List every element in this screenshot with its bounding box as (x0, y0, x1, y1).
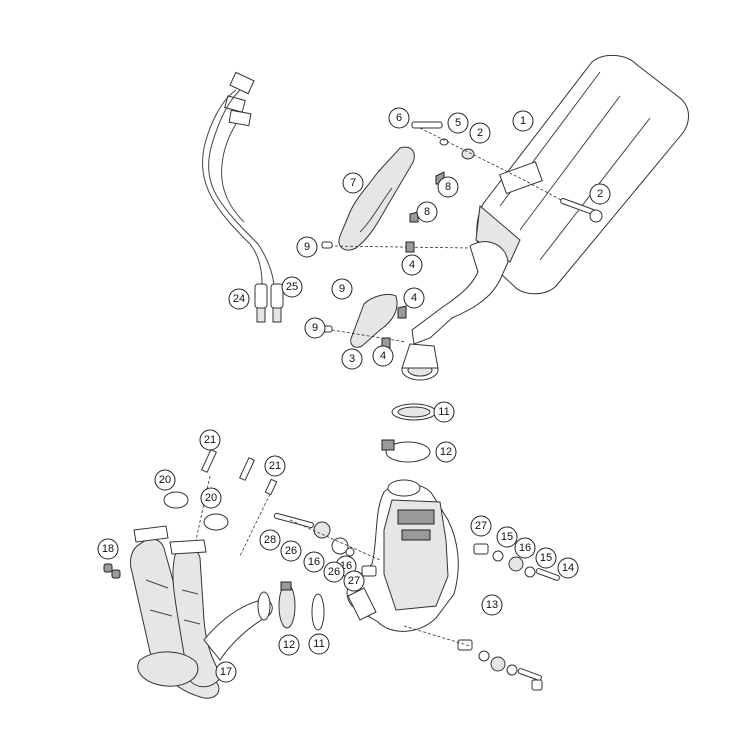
heat-shield-lower (321, 289, 407, 349)
svg-text:4: 4 (380, 350, 386, 362)
callout-4-a: 4 (401, 254, 423, 276)
svg-text:20: 20 (205, 492, 217, 504)
callout-14: 14 (557, 557, 579, 579)
oxygen-sensor-harness (202, 71, 284, 323)
gasket-clamp-upper (381, 403, 437, 463)
callout-24: 24 (228, 288, 250, 310)
svg-text:13: 13 (486, 599, 498, 611)
callout-2-upper: 2 (469, 122, 491, 144)
svg-text:15: 15 (501, 531, 513, 543)
callout-21-b: 21 (264, 455, 286, 477)
svg-text:26: 26 (285, 545, 297, 557)
callout-20-a: 20 (154, 469, 176, 491)
svg-text:20: 20 (159, 474, 171, 486)
pre-silencer (346, 479, 459, 632)
callout-16-a: 16 (514, 537, 536, 559)
svg-text:4: 4 (409, 259, 415, 271)
callout-9-c: 9 (304, 317, 326, 339)
callout-8-b: 8 (416, 201, 438, 223)
svg-text:26: 26 (328, 566, 340, 578)
svg-text:9: 9 (339, 283, 345, 295)
svg-text:11: 11 (313, 638, 324, 650)
callout-15-b: 15 (535, 547, 557, 569)
callout-2-right: 2 (589, 183, 611, 205)
callout-15-a: 15 (496, 526, 518, 548)
callout-26-a: 26 (280, 540, 302, 562)
svg-text:28: 28 (264, 534, 276, 546)
callout-11-upper: 11 (433, 401, 455, 423)
callout-27-a: 27 (470, 515, 492, 537)
svg-text:1: 1 (520, 115, 526, 127)
svg-text:2: 2 (477, 127, 483, 139)
callout-18: 18 (97, 538, 119, 560)
svg-text:16: 16 (308, 556, 320, 568)
svg-text:12: 12 (283, 639, 295, 651)
callout-12-lower: 12 (278, 634, 300, 656)
svg-text:27: 27 (475, 520, 487, 532)
svg-text:21: 21 (269, 460, 281, 472)
studs-gaskets (103, 449, 278, 579)
callout-9-b: 9 (331, 278, 353, 300)
svg-text:21: 21 (204, 434, 216, 446)
svg-text:16: 16 (519, 542, 531, 554)
callout-1: 1 (512, 110, 534, 132)
exhaust-headers (129, 525, 273, 699)
callout-9-a: 9 (296, 236, 318, 258)
heat-shield-upper (321, 146, 471, 253)
svg-text:9: 9 (312, 322, 318, 334)
callout-25: 25 (281, 276, 303, 298)
callout-3: 3 (341, 348, 363, 370)
mount-hardware-right (403, 543, 560, 691)
link-pipe (401, 241, 509, 381)
callout-4-c: 4 (372, 345, 394, 367)
svg-text:9: 9 (304, 241, 310, 253)
muffler-bracket-hardware (411, 121, 603, 223)
svg-text:4: 4 (411, 292, 417, 304)
mount-hardware-left (273, 512, 381, 577)
svg-text:12: 12 (440, 446, 452, 458)
callout-26-b: 26 (323, 561, 345, 583)
svg-text:14: 14 (562, 562, 574, 574)
svg-text:27: 27 (348, 575, 360, 587)
svg-text:24: 24 (233, 293, 245, 305)
svg-text:17: 17 (220, 666, 232, 678)
callout-21-a: 21 (199, 429, 221, 451)
svg-text:2: 2 (597, 188, 603, 200)
callout-8-a: 8 (437, 176, 459, 198)
callout-28: 28 (259, 529, 281, 551)
svg-text:6: 6 (396, 112, 402, 124)
svg-text:11: 11 (438, 406, 449, 418)
callout-20-b: 20 (200, 487, 222, 509)
svg-text:7: 7 (350, 177, 356, 189)
svg-text:25: 25 (286, 281, 298, 293)
callout-4-b: 4 (403, 287, 425, 309)
callout-16-b: 16 (303, 551, 325, 573)
svg-text:8: 8 (445, 181, 451, 193)
svg-text:5: 5 (455, 117, 461, 129)
gasket-clamp-lower (278, 581, 325, 631)
callout-12-upper: 12 (435, 441, 457, 463)
callout-5: 5 (447, 112, 469, 134)
callout-7: 7 (342, 172, 364, 194)
svg-text:18: 18 (102, 543, 114, 555)
svg-text:15: 15 (540, 552, 552, 564)
svg-text:3: 3 (349, 353, 355, 365)
callout-6: 6 (388, 107, 410, 129)
callout-17: 17 (215, 661, 237, 683)
callout-11-lower: 11 (308, 633, 330, 655)
callout-13: 13 (481, 594, 503, 616)
svg-text:8: 8 (424, 206, 430, 218)
callout-27-b: 27 (343, 570, 365, 592)
